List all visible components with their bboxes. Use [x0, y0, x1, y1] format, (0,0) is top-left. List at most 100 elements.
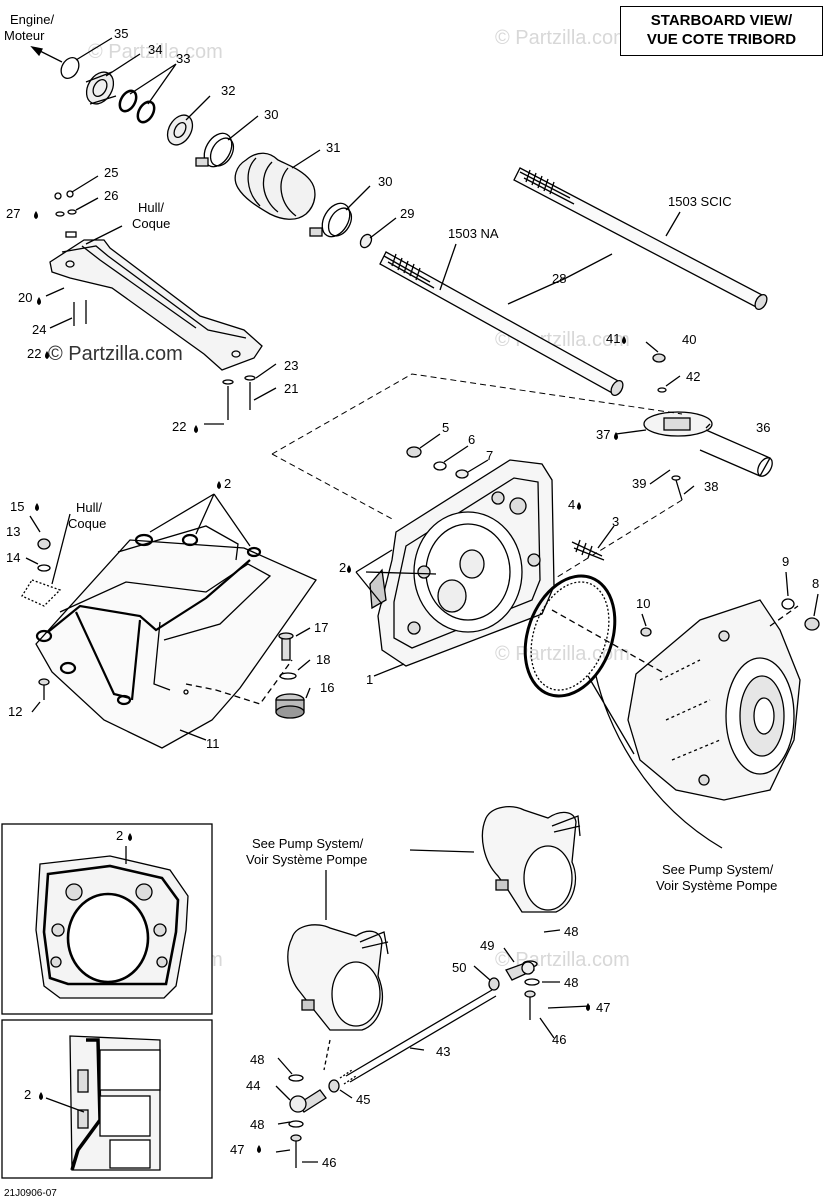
pump-system-note: Voir Système Pompe: [246, 852, 367, 867]
drop-icon: [577, 502, 581, 510]
hull-note: Coque: [132, 216, 170, 231]
part-3-stud: [571, 539, 605, 561]
callout: 24: [32, 322, 46, 337]
part-45-nut: [328, 1079, 340, 1093]
pump-system-note: See Pump System/: [662, 862, 774, 877]
pump-leader: [587, 675, 723, 849]
callout: 27: [6, 206, 20, 221]
pump-nozzle-upper: [481, 806, 581, 913]
part-18-washer: [279, 672, 297, 680]
callout: 8: [812, 576, 819, 591]
part-49-ball-joint: [488, 960, 540, 1020]
part-11-hull-insert: [21, 493, 317, 749]
engine-note: Moteur: [4, 28, 45, 43]
part-9-washer: [781, 598, 795, 610]
part-10-nut: [640, 627, 652, 637]
callout: 44: [246, 1078, 260, 1093]
inset-seal-side: [1, 1019, 213, 1179]
callout: 16: [320, 680, 334, 695]
hull-note: Hull/: [76, 500, 102, 515]
callout: 9: [782, 554, 789, 569]
callout: 35: [114, 26, 128, 41]
callout: 45: [356, 1092, 370, 1107]
callout: 18: [316, 652, 330, 667]
part-30-clamp: [309, 202, 353, 238]
callout: 48: [564, 975, 578, 990]
part-16-18-mount: [275, 627, 311, 719]
callout: 36: [756, 420, 770, 435]
part-1-housing: [355, 433, 615, 677]
part-43-rod: [345, 989, 497, 1083]
drop-icon: [194, 425, 198, 433]
view-title-line: VUE COTE TRIBORD: [646, 31, 797, 48]
assembly-outline: [271, 373, 683, 601]
part-41-nut: [652, 353, 666, 363]
callout: 22: [27, 346, 41, 361]
part-30-clamp: [195, 132, 235, 168]
watermark: © Partzilla.com: [88, 41, 223, 63]
part-13-nut: [37, 538, 51, 550]
drop-icon: [45, 351, 49, 359]
part-6-washer: [433, 461, 447, 471]
drop-icon: [37, 297, 41, 305]
part-44-ball-joint: [288, 1074, 340, 1168]
pump-nozzle-lower: [287, 924, 389, 1031]
callout: 31: [326, 140, 340, 155]
callout: 29: [400, 206, 414, 221]
callout-labels: 35 34 33 32 30 31 30 29 28 25 26 27 20 2…: [6, 26, 819, 1170]
callout: 32: [221, 83, 235, 98]
callout: 50: [452, 960, 466, 975]
callout: 47: [596, 1000, 610, 1015]
part-pump-body: [551, 571, 820, 801]
part-wear-ring: [523, 574, 723, 849]
notes: Engine/ Moteur Hull/ Coque Hull/ Coque 1…: [4, 12, 777, 1199]
callout: 2: [339, 560, 346, 575]
hull-note: Coque: [68, 516, 106, 531]
callout: 23: [284, 358, 298, 373]
callout: 11: [206, 736, 220, 751]
drop-icon: [622, 336, 626, 344]
part-20-support: [45, 175, 277, 425]
drop-icon: [347, 565, 351, 573]
part-50-nut: [488, 977, 500, 991]
callout: 41: [606, 331, 620, 346]
callout: 48: [250, 1117, 264, 1132]
callout: 47: [230, 1142, 244, 1157]
part-33-oring: [118, 89, 138, 113]
engine-note: Engine/: [10, 12, 54, 27]
callout: 48: [564, 924, 578, 939]
callout: 10: [636, 596, 650, 611]
callout: 46: [552, 1032, 566, 1047]
part-7-washer: [455, 469, 469, 479]
drop-icon: [217, 481, 221, 489]
callout: 43: [436, 1044, 450, 1059]
callout: 37: [596, 427, 610, 442]
coupling-parts: [30, 37, 397, 249]
callout: 14: [6, 550, 20, 565]
callout: 30: [264, 107, 278, 122]
callout: 15: [10, 499, 24, 514]
callout: 42: [686, 369, 700, 384]
drop-icon: [35, 503, 39, 511]
steering-parts: [275, 806, 591, 1168]
callout: 21: [284, 381, 298, 396]
callout: 28: [552, 271, 566, 286]
callout: 2: [24, 1087, 31, 1102]
part-35-ring: [60, 57, 80, 79]
callout: 26: [104, 188, 118, 203]
callout: 38: [704, 479, 718, 494]
callout: 33: [176, 51, 190, 66]
callout: 39: [632, 476, 646, 491]
part-36-tube: [615, 341, 773, 501]
shaft-scic-note: 1503 SCIC: [668, 194, 732, 209]
inset-seal-front: [1, 823, 213, 1015]
callout: 5: [442, 420, 449, 435]
drop-icons: [34, 211, 626, 1153]
engine-arrowhead: [30, 45, 43, 57]
part-28-shaft-na: [379, 251, 624, 397]
callout: 12: [8, 704, 22, 719]
pump-system-note: See Pump System/: [252, 836, 364, 851]
drop-icon: [586, 1003, 590, 1011]
watermark: © Partzilla.com: [495, 643, 630, 665]
